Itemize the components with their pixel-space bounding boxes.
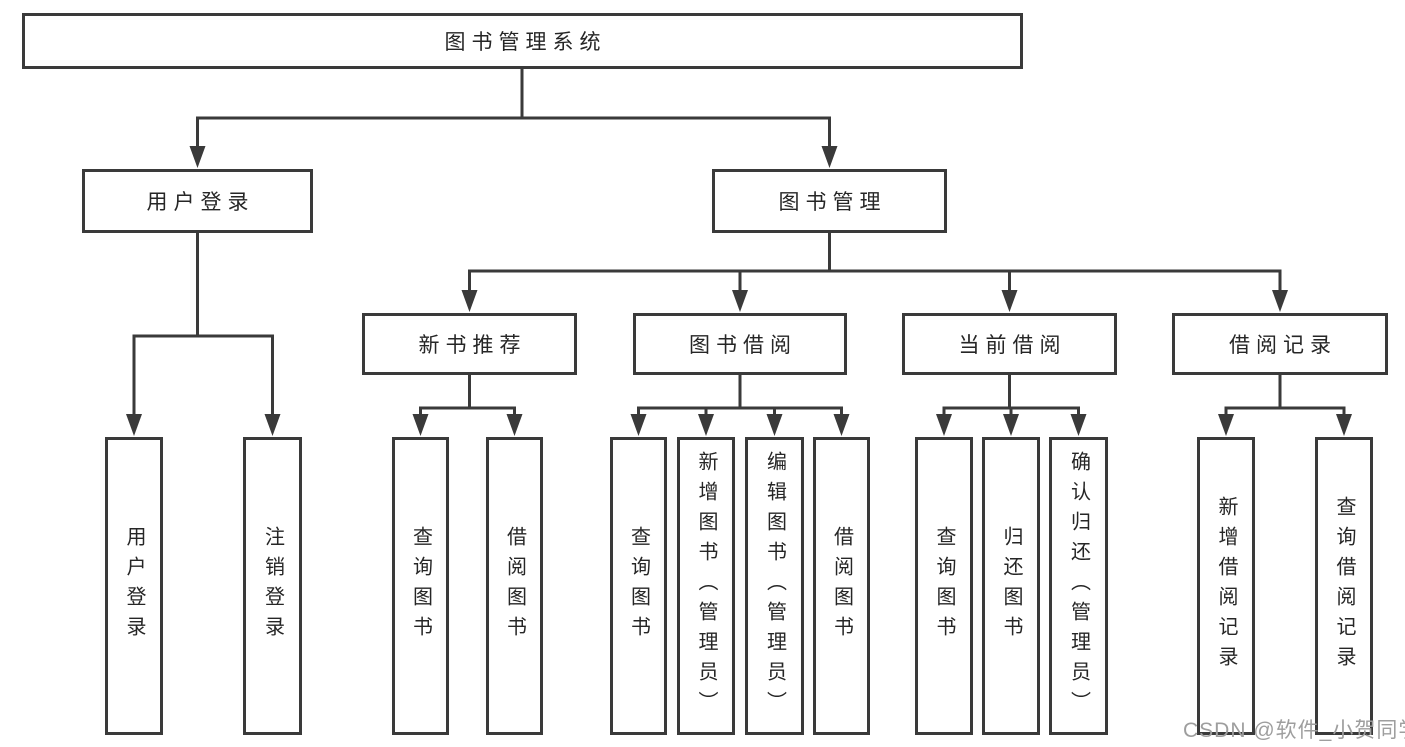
- node-book-borrow: 图书借阅: [633, 313, 847, 375]
- arrowhead: [630, 414, 647, 436]
- arrowhead: [1218, 414, 1234, 436]
- node-label: 确认归还（管理员）: [1067, 451, 1090, 721]
- node-label: 编辑图书（管理员）: [763, 451, 786, 721]
- arrowhead: [189, 146, 206, 168]
- node-label: 新增借阅记录: [1215, 496, 1237, 676]
- watermark: CSDN @软件_小贺同学: [1183, 719, 1405, 742]
- arrowhead: [1003, 414, 1019, 436]
- node-logout: 注销登录: [243, 437, 302, 735]
- node-current-borrow: 当前借阅: [902, 313, 1117, 375]
- arrowhead: [1001, 290, 1018, 312]
- node-label: 新书推荐: [418, 334, 527, 357]
- arrowhead: [412, 414, 429, 436]
- node-return-book: 归还图书: [982, 437, 1040, 735]
- arrowhead: [1272, 290, 1288, 312]
- arrowhead: [821, 146, 838, 168]
- node-new-book-recommend: 新书推荐: [362, 313, 577, 375]
- arrowhead: [1070, 414, 1087, 436]
- node-query-books: 查询图书: [392, 437, 449, 735]
- arrowhead: [766, 414, 783, 436]
- node-label: 图书管理: [778, 191, 887, 214]
- node-query-borrow-record: 查询借阅记录: [1315, 437, 1373, 735]
- node-label: 借阅图书: [503, 526, 526, 646]
- node-label: 借阅记录: [1229, 334, 1337, 357]
- node-book-management: 图书管理: [712, 169, 947, 233]
- node-label: 用户登录: [146, 191, 255, 214]
- node-library-system: 图书管理系统: [22, 13, 1023, 69]
- node-edit-book-admin: 编辑图书（管理员）: [745, 437, 804, 735]
- arrowhead: [936, 414, 952, 436]
- connector-new-book-group: [419, 373, 516, 420]
- arrowhead: [1336, 414, 1352, 436]
- node-label: 查询图书: [933, 526, 955, 646]
- node-user-login-leaf: 用户登录: [105, 437, 163, 735]
- connector-user-login-group: [132, 231, 274, 420]
- node-user-login: 用户登录: [82, 169, 313, 233]
- node-label: 查询借阅记录: [1333, 496, 1355, 676]
- arrowhead: [833, 414, 850, 436]
- node-add-borrow-record: 新增借阅记录: [1197, 437, 1255, 735]
- node-query-books: 查询图书: [610, 437, 667, 735]
- connector-borrow-records-group: [1224, 373, 1346, 420]
- node-confirm-return-admin: 确认归还（管理员）: [1049, 437, 1108, 735]
- arrowhead: [126, 414, 142, 436]
- node-label: 用户登录: [123, 526, 145, 646]
- node-borrow-book: 借阅图书: [486, 437, 543, 735]
- connector-book-management-group: [468, 231, 1282, 296]
- node-label: 新增图书（管理员）: [695, 451, 717, 721]
- connector-book-borrow-group: [637, 373, 843, 420]
- arrowhead: [506, 414, 523, 436]
- node-add-book-admin: 新增图书（管理员）: [677, 437, 735, 735]
- node-query-books: 查询图书: [915, 437, 973, 735]
- node-label: 图书管理系统: [444, 31, 607, 54]
- arrowhead: [264, 414, 281, 436]
- node-label: 查询图书: [627, 526, 650, 646]
- arrowhead: [461, 290, 478, 312]
- node-label: 注销登录: [261, 526, 284, 646]
- node-label: 当前借阅: [958, 334, 1067, 357]
- node-label: 归还图书: [1000, 526, 1022, 646]
- arrowhead: [698, 414, 714, 436]
- connector-root-to-level1: [196, 67, 831, 152]
- node-borrow-book: 借阅图书: [813, 437, 870, 735]
- node-borrow-records: 借阅记录: [1172, 313, 1388, 375]
- node-label: 图书借阅: [689, 334, 797, 357]
- connector-current-borrow-group: [942, 373, 1080, 420]
- arrowhead: [732, 290, 748, 312]
- node-label: 查询图书: [409, 526, 432, 646]
- node-label: 借阅图书: [830, 526, 853, 646]
